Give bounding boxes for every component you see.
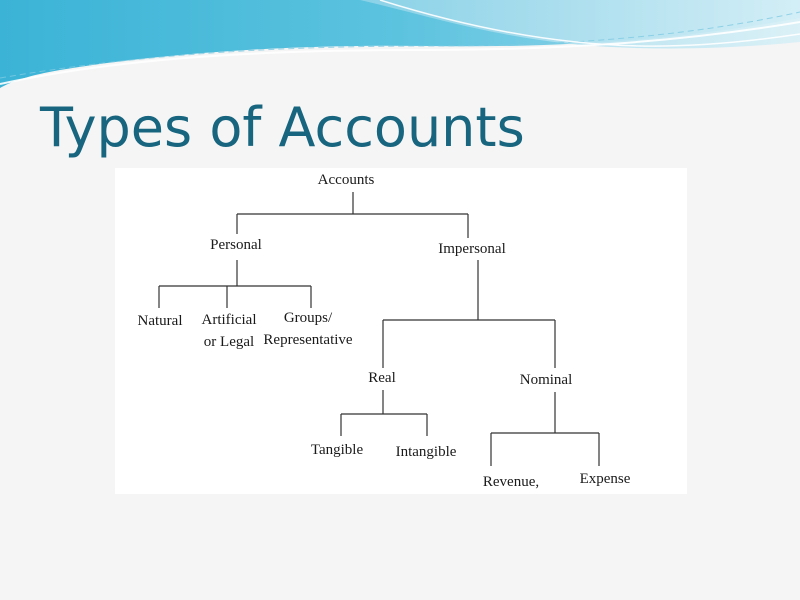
node-groups-line1: Groups/ [283,310,333,326]
node-real: Real [368,370,396,386]
node-nominal: Nominal [519,372,573,388]
accounts-tree-diagram: Accounts Personal Impersonal Natural Art… [115,168,687,494]
node-artificial-line2: or Legal [203,334,255,350]
header-wave-decoration [0,0,800,88]
node-expense: Expense [579,471,631,487]
node-natural: Natural [137,313,183,329]
node-artificial-line1: Artificial [201,312,257,328]
page-title: Types of Accounts [40,96,525,159]
node-groups-line2: Representative [263,332,353,348]
tree-connector-lines [158,192,600,466]
node-revenue: Revenue, [482,474,540,490]
node-accounts: Accounts [317,172,375,188]
node-intangible: Intangible [395,444,457,460]
node-artificial: Artificial or Legal [202,311,257,352]
node-personal: Personal [210,237,262,253]
node-tangible: Tangible [310,442,364,458]
node-groups-representative: Groups/ Representative [263,309,352,350]
node-impersonal: Impersonal [438,241,506,257]
